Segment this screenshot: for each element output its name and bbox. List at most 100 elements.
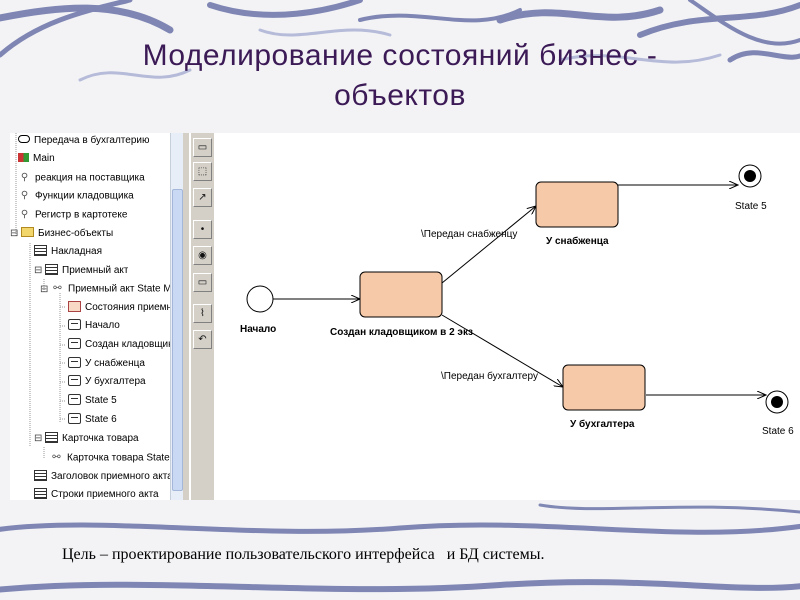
- state-at-supplier[interactable]: [535, 181, 619, 228]
- tree-item[interactable]: Передача в бухгалтерию: [18, 133, 149, 149]
- tree-item-label: Бизнес-объекты: [38, 228, 114, 239]
- tree-item[interactable]: State 5: [68, 393, 117, 409]
- tree-item-label: Регистр в картотеке: [35, 209, 128, 221]
- supplier-state-label: У снабженца: [546, 236, 609, 247]
- tree-item[interactable]: ⊟ Карточка товара: [34, 431, 139, 447]
- end-state-6-node[interactable]: [765, 390, 789, 414]
- tree-guide-lines: [15, 133, 66, 459]
- state-icon: [68, 393, 81, 405]
- tree-item-label: У снабженца: [85, 358, 145, 369]
- self-transition-tool-icon[interactable]: ⌇: [193, 304, 212, 323]
- tree-item-label: реакция на поставщика: [35, 172, 145, 184]
- transition-supplier-label: \Передан снабженцу: [421, 229, 518, 240]
- transition-to-accountant[interactable]: [441, 314, 563, 387]
- statechart-diagram-canvas[interactable]: Начало Создан кладовщиком в 2 экз У снаб…: [214, 133, 800, 500]
- tree-item[interactable]: ⊟ Приемный акт: [34, 263, 128, 279]
- tree-item-label: Функции кладовщика: [35, 190, 134, 202]
- state-icon: [68, 356, 81, 368]
- business-worker-icon: ⚲: [20, 172, 29, 183]
- tree-item[interactable]: Накладная: [34, 244, 102, 260]
- entity-icon: [34, 244, 47, 256]
- text-box-tool-icon[interactable]: ▭: [193, 138, 212, 157]
- start-state-node[interactable]: [246, 285, 274, 313]
- tree-item-label: Main: [33, 153, 55, 164]
- statemachine-icon: ⚯: [52, 452, 61, 463]
- entity-icon: [34, 469, 47, 481]
- state-icon: [68, 318, 81, 330]
- tree-item-label: State 5: [85, 395, 117, 406]
- tree-scrollbar-thumb[interactable]: [172, 189, 183, 491]
- tree-item-label: State 6: [85, 414, 117, 425]
- tree-item[interactable]: Состояния приемно: [68, 300, 178, 316]
- tree-item[interactable]: Main: [18, 151, 55, 167]
- pane-splitter[interactable]: [183, 133, 189, 500]
- tree-expander-icon[interactable]: ⊟: [34, 265, 43, 276]
- diagram-toolbox: ▭ ⬚ ↗ • ◉ ▭ ⌇ ↶: [190, 133, 215, 500]
- tree-item[interactable]: ⚲ Функции кладовщика: [18, 188, 134, 204]
- tree-item-label: Карточка товара: [62, 433, 139, 444]
- tree-item[interactable]: Заголовок приемного акта: [34, 469, 173, 485]
- statechart-diagram: [246, 164, 789, 414]
- tree-item[interactable]: У снабженца: [68, 356, 145, 372]
- transition-tool-icon[interactable]: ↗: [193, 188, 212, 207]
- tree-item[interactable]: У бухгалтера: [68, 374, 146, 390]
- tree-item[interactable]: Создан кладовщико: [68, 337, 178, 353]
- tree-item[interactable]: ⊟ Бизнес-объекты: [10, 226, 113, 242]
- slide-title: Моделирование состояний бизнес - объекто…: [60, 36, 740, 116]
- slide-title-line-1: Моделирование состояний бизнес -: [142, 39, 658, 72]
- start-state-tool-icon[interactable]: •: [193, 220, 212, 239]
- entity-icon: [45, 431, 58, 443]
- ellipse-icon: [18, 135, 30, 144]
- state-icon: [68, 374, 81, 386]
- tree-item-label: Строки приемного акта: [51, 489, 159, 500]
- tree-item-label: Заголовок приемного акта: [51, 471, 173, 482]
- tree-item-label: Начало: [85, 320, 120, 331]
- state-icon: [68, 412, 81, 424]
- folder-icon: [21, 227, 34, 238]
- tree-expander-icon[interactable]: ⊟: [10, 228, 19, 239]
- statemachine-icon: ⚯: [53, 283, 62, 294]
- undo-tool-icon[interactable]: ↶: [193, 330, 212, 349]
- slide-title-line-2: объектов: [334, 79, 466, 112]
- tree-item-label: У бухгалтера: [85, 376, 146, 387]
- tree-item[interactable]: ⚲ Регистр в картотеке: [18, 207, 128, 223]
- tree-item[interactable]: ⚲ реакция на поставщика: [18, 170, 145, 186]
- transition-to-supplier[interactable]: [441, 206, 536, 284]
- tree-expander-icon[interactable]: ⊟: [40, 283, 49, 295]
- statechart-diagram-icon: [68, 300, 81, 312]
- main-diagram-icon: [18, 152, 29, 162]
- tree-item-label: Карточка товара State: [67, 452, 170, 464]
- tree-item[interactable]: ⚯ Карточка товара State: [50, 450, 170, 466]
- tree-item[interactable]: Начало: [68, 318, 120, 334]
- slide-footer-goal: Цель – проектирование пользовательского …: [62, 546, 545, 563]
- tree-vertical-scrollbar[interactable]: [170, 133, 183, 500]
- accountant-state-label: У бухгалтера: [570, 419, 635, 430]
- note-tool-icon[interactable]: ⬚: [193, 162, 212, 181]
- tree-item-label: Состояния приемно: [85, 302, 178, 313]
- end-state-tool-icon[interactable]: ◉: [193, 246, 212, 265]
- entity-icon: [45, 263, 58, 275]
- state6-label: State 6: [762, 426, 794, 437]
- tree-item[interactable]: State 6: [68, 412, 117, 428]
- state-tool-icon[interactable]: ▭: [193, 273, 212, 292]
- end-state-5-node[interactable]: [738, 164, 762, 188]
- tree-item-label: Создан кладовщико: [85, 339, 179, 350]
- entity-icon: [34, 487, 47, 499]
- tree-item-label: Накладная: [51, 246, 103, 257]
- transition-accountant-label: \Передан бухгалтеру: [441, 371, 538, 382]
- start-state-label: Начало: [240, 324, 277, 335]
- tree-expander-icon[interactable]: ⊟: [34, 433, 43, 444]
- tree-item-label: Приемный акт State Ma: [68, 283, 178, 295]
- state5-label: State 5: [735, 201, 767, 212]
- tree-item-label: Передача в бухгалтерию: [34, 135, 150, 146]
- tree-item-label: Приемный акт: [62, 265, 129, 276]
- state-at-accountant[interactable]: [562, 364, 646, 411]
- state-created-by-storekeeper[interactable]: [359, 271, 443, 318]
- business-worker-icon: ⚲: [20, 190, 29, 201]
- tree-item[interactable]: ⊟ ⚯ Приемный акт State Ma: [40, 281, 177, 297]
- business-worker-icon: ⚲: [20, 209, 29, 220]
- tree-item[interactable]: Строки приемного акта: [34, 487, 159, 500]
- state-icon: [68, 337, 81, 349]
